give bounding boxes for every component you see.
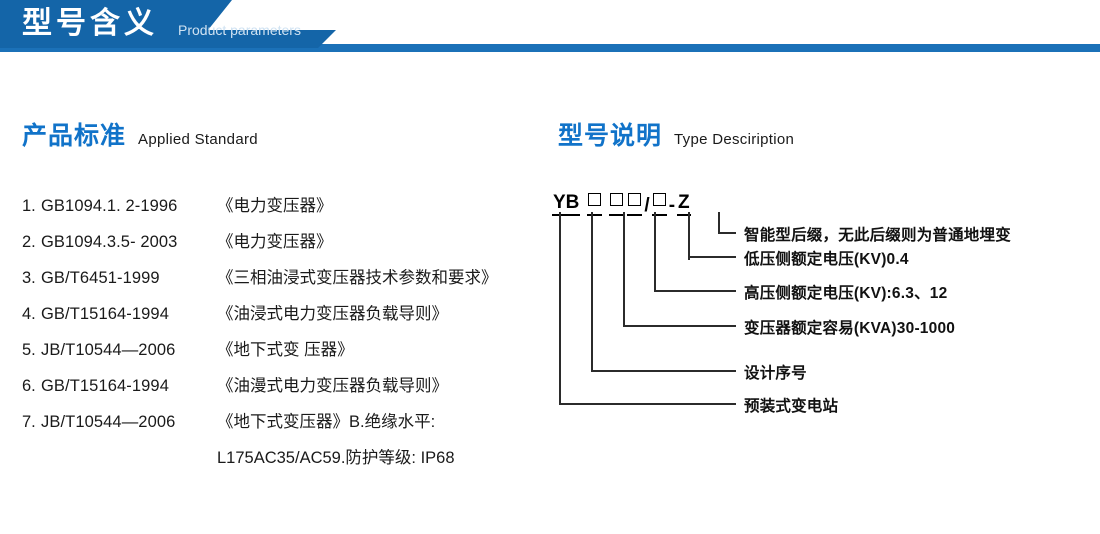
page-title-cn: 型号含义 xyxy=(22,7,158,40)
standard-name: 《油漫式电力变压器负载导则》 xyxy=(217,377,448,395)
standard-index: 3. xyxy=(22,269,36,287)
header-accent-bar xyxy=(0,44,1100,52)
type-code-capacity-box-2 xyxy=(627,192,643,216)
list-item: 6. GB/T15164-1994 《油漫式电力变压器负载导则》 xyxy=(22,372,542,408)
type-code-dash: - xyxy=(668,195,676,216)
page-title-en: Product parameters xyxy=(178,22,301,38)
type-label-smart-suffix: 智能型后缀，无此后缀则为普通地埋变 xyxy=(744,227,1011,244)
standard-code: GB/T15164-1994 xyxy=(41,305,169,323)
list-item: 5. JB/T10544—2006 《地下式变 压器》 xyxy=(22,336,542,372)
page-header-banner: 型号含义 Product parameters xyxy=(0,0,1100,56)
list-item: 7. JB/T10544—2006 《地下式变压器》B.绝缘水平: xyxy=(22,408,542,444)
standard-index: 5. xyxy=(22,341,36,359)
list-item: 2. GB1094.3.5- 2003 《电力变压器》 xyxy=(22,228,542,264)
applied-standard-heading-en: Applied Standard xyxy=(138,131,258,148)
type-label-design-serial: 设计序号 xyxy=(744,365,807,382)
leader-hline-capacity xyxy=(623,325,736,327)
type-code-lv-box xyxy=(651,192,667,216)
standard-code: JB/T10544—2006 xyxy=(41,413,176,431)
leader-vline-hv-voltage xyxy=(654,212,656,292)
type-designation-diagram: YB / - Z 智能型后缀，无此后缀则为普通地埋变 低压侧额定电压(KV)0.… xyxy=(548,190,1100,440)
continuation-indent xyxy=(22,444,217,480)
type-description-heading: 型号说明 Type Desciription xyxy=(558,116,794,152)
type-code-design-box xyxy=(587,192,603,216)
leader-vline-substation xyxy=(559,212,561,405)
standard-index: 4. xyxy=(22,305,36,323)
standard-code: GB1094.3.5- 2003 xyxy=(41,233,178,251)
type-code-prefix: YB xyxy=(552,192,581,216)
applied-standard-heading: 产品标准 Applied Standard xyxy=(22,116,258,152)
standard-name: 《三相油浸式变压器技术参数和要求》 xyxy=(217,269,498,287)
type-code-suffix: Z xyxy=(677,192,691,216)
empty-box-icon xyxy=(610,193,624,206)
standard-name: 《电力变压器》 xyxy=(217,233,333,251)
leader-vline-design-serial xyxy=(591,212,593,372)
leader-hline-hv-voltage xyxy=(654,290,736,292)
standards-continuation-row: L175AC35/AC59.防护等级: IP68 xyxy=(22,444,542,480)
standard-code: GB/T6451-1999 xyxy=(41,269,160,287)
standard-code: GB1094.1. 2-1996 xyxy=(41,197,178,215)
standard-name: 《地下式变压器》B.绝缘水平: xyxy=(217,413,436,431)
empty-box-icon xyxy=(628,193,642,206)
standard-name: 《电力变压器》 xyxy=(217,197,333,215)
type-description-heading-cn: 型号说明 xyxy=(558,122,663,150)
standard-code: GB/T15164-1994 xyxy=(41,377,169,395)
leader-hline-lv-voltage xyxy=(688,256,736,258)
type-code-capacity-box-1 xyxy=(609,192,625,216)
standard-name: 《地下式变 压器》 xyxy=(217,341,354,359)
leader-hline-substation xyxy=(559,403,736,405)
type-code-slash: / xyxy=(644,195,650,216)
type-label-capacity: 变压器额定容易(KVA)30-1000 xyxy=(744,320,956,337)
empty-box-icon xyxy=(588,193,602,206)
empty-box-icon xyxy=(652,193,666,206)
list-item: 4. GB/T15164-1994 《油浸式电力变压器负载导则》 xyxy=(22,300,542,336)
standard-name: 《油浸式电力变压器负载导则》 xyxy=(217,305,448,323)
leader-hline-smart-suffix xyxy=(718,232,736,234)
type-description-heading-en: Type Desciription xyxy=(674,131,795,148)
leader-vline-capacity xyxy=(623,212,625,327)
standards-continuation-text: L175AC35/AC59.防护等级: IP68 xyxy=(217,449,455,467)
leader-vline-smart-suffix xyxy=(718,212,720,234)
type-label-substation: 预装式变电站 xyxy=(744,398,839,415)
standards-list: 1. GB1094.1. 2-1996 《电力变压器》 2. GB1094.3.… xyxy=(22,192,542,480)
list-item: 3. GB/T6451-1999 《三相油浸式变压器技术参数和要求》 xyxy=(22,264,542,300)
type-label-hv-voltage: 高压侧额定电压(KV):6.3、12 xyxy=(744,285,948,302)
type-label-lv-voltage: 低压侧额定电压(KV)0.4 xyxy=(744,251,909,268)
standard-index: 1. xyxy=(22,197,36,215)
standard-index: 2. xyxy=(22,233,36,251)
list-item: 1. GB1094.1. 2-1996 《电力变压器》 xyxy=(22,192,542,228)
type-code-string: YB / - Z xyxy=(552,190,691,216)
leader-vline-lv-voltage xyxy=(688,212,690,260)
leader-hline-design-serial xyxy=(591,370,736,372)
standard-code: JB/T10544—2006 xyxy=(41,341,176,359)
standard-index: 6. xyxy=(22,377,36,395)
standard-index: 7. xyxy=(22,413,36,431)
applied-standard-heading-cn: 产品标准 xyxy=(22,122,127,150)
